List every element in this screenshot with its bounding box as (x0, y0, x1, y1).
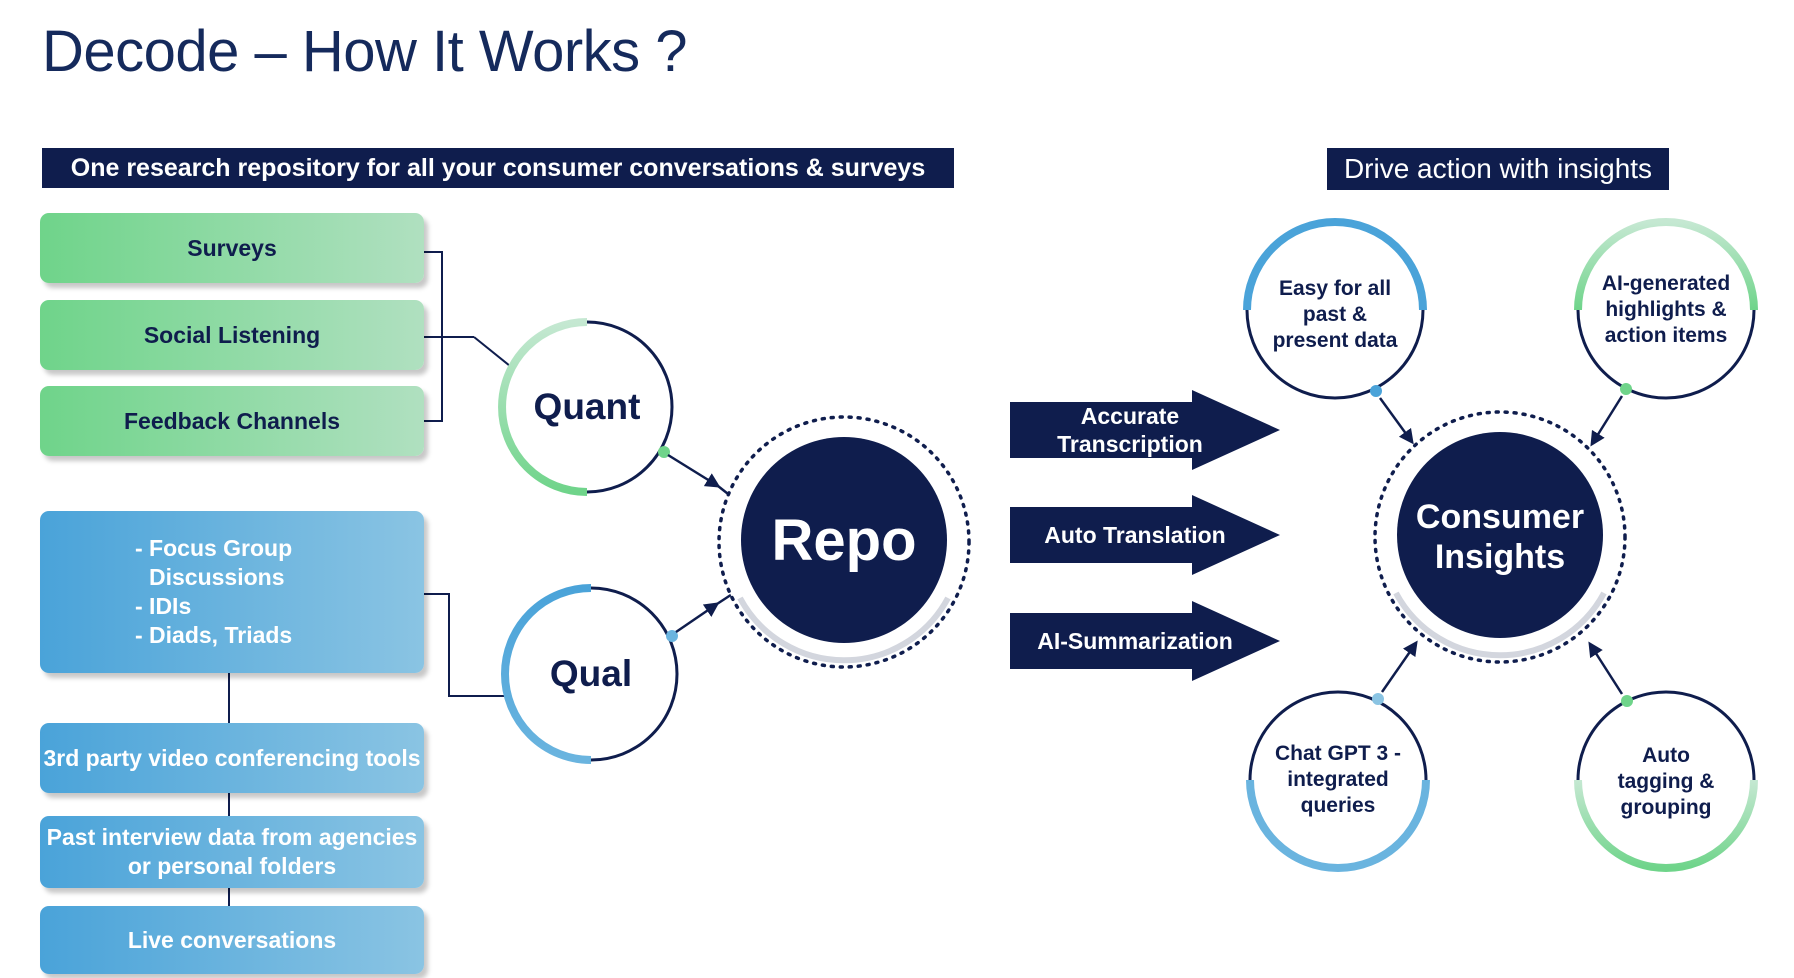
qual-methods-box: - Focus Group Discussions - IDIs - Diads… (40, 511, 424, 673)
translation-label: Auto Translation (1044, 522, 1226, 548)
surveys-label: Surveys (187, 234, 277, 261)
easy-ring (1243, 218, 1427, 400)
chat-gpt-ring (1246, 690, 1430, 872)
transcription-label: Accurate Transcription (1057, 403, 1203, 457)
repo-hub (717, 415, 971, 669)
qual-methods-list: - Focus Group Discussions - IDIs - Diads… (40, 534, 292, 650)
auto-tagging-label: Auto tagging & grouping (1617, 744, 1715, 819)
video-conferencing-box: 3rd party video conferencing tools (40, 723, 424, 793)
translation-arrow: Auto Translation (1010, 495, 1280, 575)
quant-bracket (424, 251, 511, 422)
qual-label: Qual (549, 653, 633, 694)
feedback-channels-box: Feedback Channels (40, 386, 424, 456)
qual-bracket (228, 593, 505, 906)
live-conversations-box: Live conversations (40, 906, 424, 974)
past-interview-label: Past interview data from agencies or per… (46, 824, 418, 879)
chat-gpt-label: Chat GPT 3 - integrated queries (1274, 742, 1401, 817)
qual-method-item: Discussions (149, 564, 285, 590)
ai-generated-ring (1574, 218, 1758, 400)
qual-method-item: - IDIs (135, 593, 192, 619)
social-listening-label: Social Listening (143, 321, 321, 348)
insights-banner: Drive action with insights (1327, 148, 1669, 190)
quant-ring (498, 318, 674, 496)
easy-label: Easy for all past & present data (1272, 277, 1398, 352)
video-conferencing-label: 3rd party video conferencing tools (43, 744, 421, 771)
surveys-box: Surveys (40, 213, 424, 283)
summarization-arrow: AI-Summarization (1010, 601, 1280, 681)
quant-label: Quant (533, 386, 641, 427)
page-title: Decode – How It Works ? (42, 19, 688, 84)
transcription-arrow: Accurate Transcription (1010, 390, 1280, 470)
repository-banner: One research repository for all your con… (42, 148, 954, 188)
auto-tagging-ring (1574, 690, 1758, 872)
past-interview-box: Past interview data from agencies or per… (40, 816, 424, 888)
summarization-label: AI-Summarization (1037, 628, 1233, 654)
consumer-insights-hub (1373, 410, 1627, 664)
feedback-channels-label: Feedback Channels (123, 407, 341, 434)
ai-generated-label: AI-generated highlights & action items (1601, 272, 1731, 347)
qual-method-item: - Focus Group (135, 535, 293, 561)
consumer-insights-label: Consumer Insights (1415, 498, 1585, 576)
repo-label: Repo (771, 507, 917, 573)
live-conversations-label: Live conversations (127, 926, 337, 953)
social-listening-box: Social Listening (40, 300, 424, 370)
qual-method-item: - Diads, Triads (135, 622, 293, 648)
qual-ring (501, 584, 679, 764)
